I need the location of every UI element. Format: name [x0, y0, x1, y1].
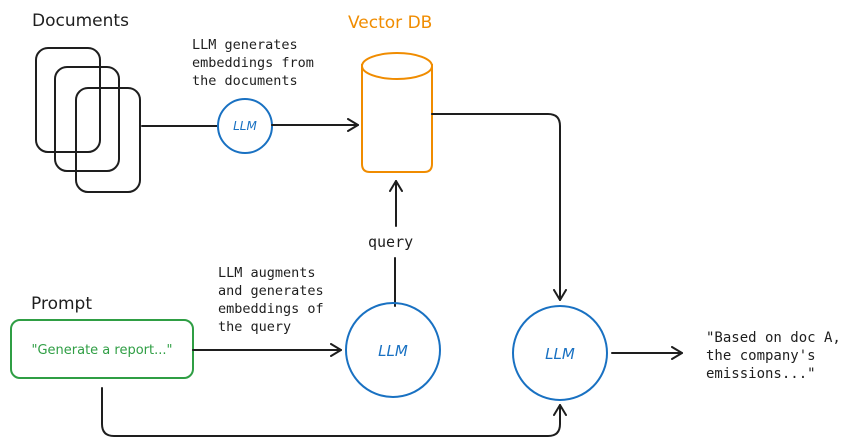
output-line-1: "Based on doc A, [706, 330, 841, 346]
output-line-2: the company's [706, 348, 816, 364]
vector-db-top [361, 52, 433, 80]
output-line-3: emissions..." [706, 366, 816, 382]
output-text: "Based on doc A, the company's emissions… [706, 330, 849, 382]
augment-note-line-4: the query [218, 319, 291, 335]
embed-note-line-1: LLM generates [192, 37, 298, 53]
document-stack-icon [35, 47, 141, 193]
llm-query-circle [345, 302, 441, 398]
prompt-to-answer-llm-arrow [101, 387, 567, 437]
augment-note-line-3: embeddings of [218, 301, 324, 317]
llm-answer-label: LLM [545, 345, 575, 363]
query-label: query [368, 233, 413, 251]
database-cylinder-icon [361, 52, 433, 173]
document-page-back [35, 47, 101, 153]
llm-embed-label: LLM [233, 119, 257, 133]
prompt-text: "Generate a report..." [31, 343, 172, 358]
prompt-title: Prompt [31, 294, 92, 314]
augment-note-line-2: and generates [218, 283, 324, 299]
document-page-middle [54, 66, 120, 172]
vectordb-to-answer-llm-arrow [431, 113, 567, 301]
prompt-box: "Generate a report..." [10, 319, 194, 379]
llm-answer-node: LLM [512, 305, 608, 401]
llm-query-node: LLM [345, 302, 441, 398]
vector-db-title: Vector DB [348, 13, 432, 33]
augment-note: LLM augments and generates embeddings of… [218, 265, 332, 335]
llm-answer-circle [512, 305, 608, 401]
document-page-front [75, 87, 141, 193]
documents-title: Documents [32, 11, 129, 31]
embed-note-line-3: the documents [192, 73, 298, 89]
llm-embed-node: LLM [217, 98, 273, 154]
embed-note: LLM generates embeddings from the docume… [192, 37, 322, 89]
vector-db-body [361, 64, 433, 173]
augment-note-line-1: LLM augments [218, 265, 316, 281]
llm-query-label: LLM [378, 342, 408, 360]
embed-note-line-2: embeddings from [192, 55, 314, 71]
